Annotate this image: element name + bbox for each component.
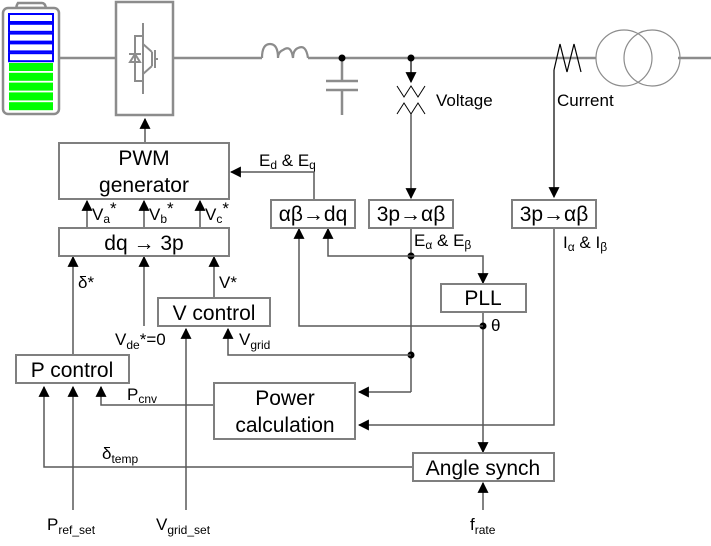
theta-to-abdq [293, 227, 483, 327]
battery-icon [1, 1, 61, 116]
eab-label: Eα & Eβ [414, 231, 471, 252]
angle-synch-label: Angle synch [426, 457, 540, 480]
voltage-3p-to-ab-block[interactable]: 3p→αβ [368, 199, 454, 229]
vb-label: Vb* [149, 199, 174, 226]
power-calculation-block[interactable]: Power calculation [213, 382, 356, 440]
eab-to-abdq [322, 227, 411, 257]
battery-empty-cell [8, 13, 54, 23]
p-control-label: P control [31, 359, 114, 382]
pll-block[interactable]: PLL [440, 283, 527, 313]
power-calc-label-2: calculation [235, 414, 334, 437]
dq3p-label: dq → 3p [104, 232, 183, 255]
v-control-label: V control [173, 302, 256, 325]
current-sensor-label: Current [557, 91, 614, 110]
vde-label: Vde*=0 [115, 330, 166, 352]
vgrid-line [222, 327, 411, 356]
inductor-icon [260, 42, 310, 59]
pwm-generator-block[interactable]: PWM generator [58, 142, 230, 200]
vgrid-label: Vgrid [239, 330, 270, 352]
dq-to-3p-block[interactable]: dq → 3p [58, 227, 230, 257]
abdq-label: αβ→dq [279, 203, 348, 226]
i3pab-label: 3p→αβ [520, 203, 589, 226]
p-control-block[interactable]: P control [15, 354, 130, 384]
iab-label: Iα & Iβ [563, 233, 607, 254]
v-star-label: V* [219, 273, 237, 292]
voltage-sensor-label: Voltage [436, 91, 493, 110]
edq-line [229, 166, 315, 199]
voltage-transformer-icon [396, 54, 426, 115]
pcnv-line [95, 385, 213, 406]
va-label: Va* [92, 199, 117, 226]
battery-empty-cell [8, 52, 54, 63]
vc-label: Vc* [205, 199, 229, 226]
theta-label: θ [491, 316, 500, 335]
battery-charged-cell [9, 82, 53, 91]
capacitor-icon [326, 54, 358, 115]
pll-label: PLL [464, 287, 501, 310]
frate-label: frate [470, 515, 496, 537]
delta-temp-line [38, 385, 413, 468]
eab-to-pll [411, 255, 489, 285]
vgrid-set-label: Vgrid_set [156, 515, 211, 537]
pwm-label-1: PWM [118, 147, 169, 170]
pwm-label-2: generator [99, 174, 189, 197]
pref-set-label: Pref_set [47, 515, 96, 537]
pcnv-label: Pcnv [127, 385, 157, 406]
ab-to-dq-block[interactable]: αβ→dq [270, 199, 356, 229]
current-3p-to-ab-block[interactable]: 3p→αβ [511, 199, 597, 229]
delta-star-label: δ* [78, 273, 94, 292]
current-transformer-icon [548, 43, 582, 199]
inverter-block [114, 0, 175, 117]
battery-empty-cell [8, 32, 54, 43]
v3pab-label: 3p→αβ [377, 203, 446, 226]
delta-temp-label: δtemp [102, 444, 138, 466]
battery-charged-cell [9, 63, 53, 71]
battery-empty-cell [8, 22, 54, 33]
angle-synch-block[interactable]: Angle synch [412, 452, 555, 482]
edq-label: Ed & Eq [259, 151, 316, 172]
battery-empty-cell [8, 42, 54, 53]
power-calc-label-1: Power [255, 387, 315, 410]
transformer-icon [595, 29, 681, 87]
iab-to-power-calc [357, 227, 555, 431]
igbt-icon [128, 23, 158, 94]
v-control-block[interactable]: V control [157, 297, 271, 327]
battery-charged-cell [9, 102, 53, 111]
battery-charged-cell [9, 72, 53, 81]
battery-charged-cell [9, 92, 53, 101]
